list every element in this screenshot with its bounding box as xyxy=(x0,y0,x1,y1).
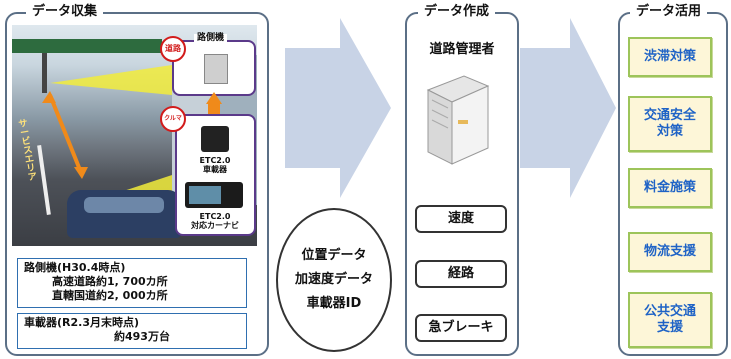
collection-title: データ収集 xyxy=(26,4,104,20)
usage-title: データ活用 xyxy=(630,4,708,20)
creation-subtitle: 道路管理者 xyxy=(429,42,495,57)
usage-item-safety: 交通安全 対策 xyxy=(628,96,712,152)
data-type-position: 位置データ xyxy=(301,248,367,263)
usage-item-logistics: 物流支援 xyxy=(628,232,712,272)
flow-arrow-2 xyxy=(520,18,616,198)
creation-item-route: 経路 xyxy=(415,260,507,288)
roadside-label: 路側機 xyxy=(194,34,228,43)
data-type-acceleration: 加速度データ xyxy=(294,272,373,287)
roadside-info-line3: 直轄国道約2, 000カ所 xyxy=(52,289,168,302)
etc-device-icon xyxy=(201,126,229,152)
upload-arrow xyxy=(206,92,222,104)
usage-item-public-transport: 公共交通 支援 xyxy=(628,292,712,348)
creation-item-braking: 急ブレーキ xyxy=(415,314,507,342)
data-types-oval: 位置データ 加速度データ 車載器ID xyxy=(276,208,392,352)
roadside-info-box: 路側機(H30.4時点) 高速道路約1, 700カ所 直轄国道約2, 000カ所 xyxy=(17,258,247,308)
data-type-device-id: 車載器ID xyxy=(306,296,362,311)
server-icon xyxy=(426,75,490,165)
onboard-info-line2: 約493万台 xyxy=(114,330,170,343)
onboard-device-inset: ETC2.0 車載器 ETC2.0 対応カーナビ xyxy=(175,114,256,236)
etc-device-label: ETC2.0 車載器 xyxy=(199,156,231,174)
roadside-device-icon xyxy=(204,54,228,84)
car-tag: クルマ xyxy=(160,106,186,132)
road-tag: 道路 xyxy=(160,36,186,62)
flow-arrow-1 xyxy=(285,18,391,198)
roadside-info-line2: 高速道路約1, 700カ所 xyxy=(52,275,168,288)
usage-item-congestion: 渋滞対策 xyxy=(628,37,712,77)
onboard-info-line1: 車載器(R2.3月末時点) xyxy=(24,316,140,329)
etc-nav-label: ETC2.0 対応カーナビ xyxy=(191,212,239,230)
creation-item-speed: 速度 xyxy=(415,205,507,233)
roadside-info-line1: 路側機(H30.4時点) xyxy=(24,261,126,274)
onboard-info-box: 車載器(R2.3月末時点) 約493万台 xyxy=(17,313,247,349)
creation-title: データ作成 xyxy=(418,4,496,20)
usage-item-toll: 料金施策 xyxy=(628,168,712,208)
creation-panel xyxy=(405,12,519,356)
